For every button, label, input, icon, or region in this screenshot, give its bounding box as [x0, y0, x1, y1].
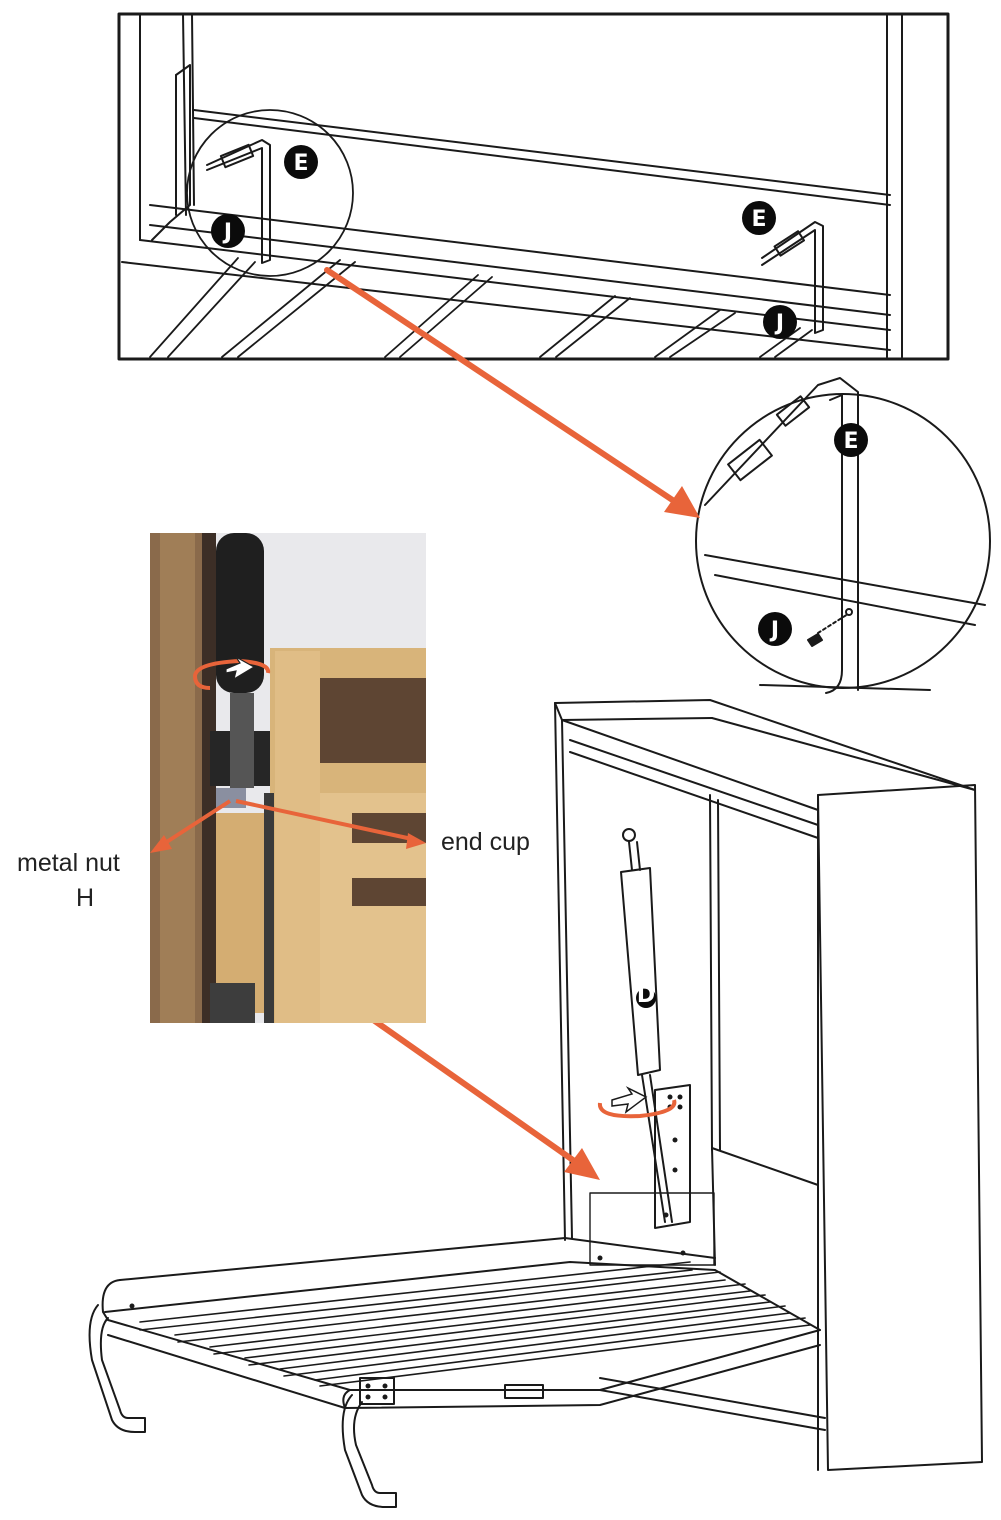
svg-text:E: E [751, 207, 766, 232]
screw-marker: J [758, 612, 792, 646]
svg-text:J: J [222, 220, 232, 245]
zoom-detail [695, 377, 991, 694]
rotate-arrow-icon [597, 1086, 677, 1119]
svg-text:E: E [843, 429, 858, 454]
arrow-icon [324, 267, 700, 1180]
svg-text:J: J [769, 618, 779, 643]
svg-text:E: E [293, 151, 308, 176]
top-detail-panel [117, 12, 950, 361]
bracket-marker: E [742, 201, 776, 235]
inset-photo [150, 533, 426, 1023]
svg-text:D: D [637, 983, 655, 1008]
metal-nut-code-label: H [76, 884, 95, 912]
bed-cabinet [554, 699, 983, 1471]
bracket-marker: E [834, 423, 868, 457]
bracket-marker: E [284, 145, 318, 179]
screw-marker: J [211, 214, 245, 248]
piston-marker: D [636, 983, 656, 1008]
metal-nut-label: metal nut [17, 849, 120, 877]
bed-frame [88, 1237, 826, 1508]
screw-marker: J [763, 305, 797, 339]
end-cup-label: end cup [441, 828, 530, 856]
svg-text:J: J [774, 311, 784, 336]
